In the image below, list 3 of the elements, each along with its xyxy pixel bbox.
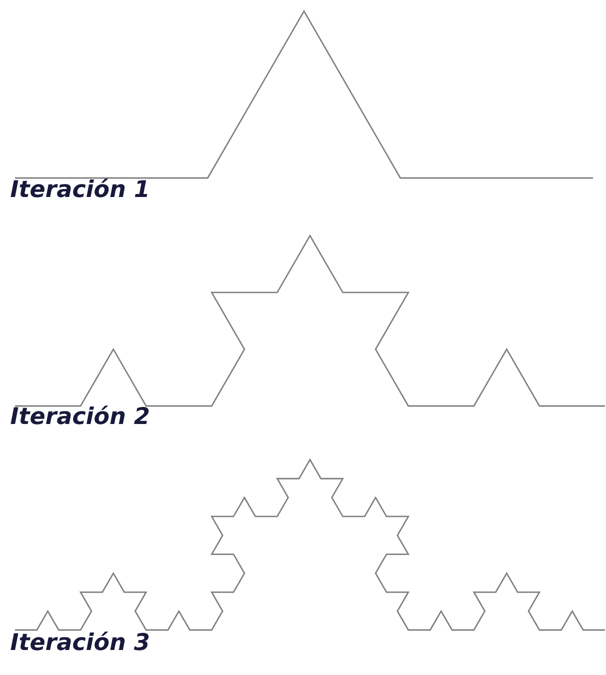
iteration-label: Iteración 2 bbox=[10, 406, 149, 424]
iteration-label: Iteración 1 bbox=[10, 178, 148, 198]
iteration-label: Iteración 3 bbox=[10, 632, 149, 650]
